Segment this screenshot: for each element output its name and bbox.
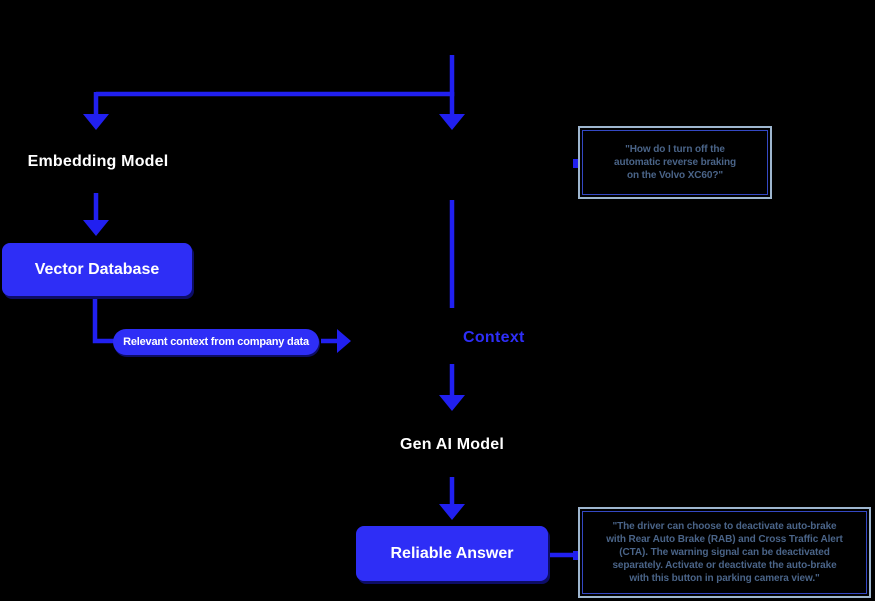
arrow-embedding-to-vector-head-icon	[83, 220, 109, 236]
arrow-query-down-head-icon	[439, 114, 465, 130]
vector-to-pill-elbow-line	[92, 299, 114, 344]
reliable-answer-node: Reliable Answer	[356, 526, 548, 581]
answer-line-5: with this button in parking camera view.…	[629, 573, 820, 584]
user-question-text: "How do I turn off the automatic reverse…	[614, 143, 736, 182]
context-label: Context	[463, 329, 525, 346]
model-answer-box: "The driver can choose to deactivate aut…	[578, 507, 871, 598]
embedding-model-label: Embedding Model	[27, 153, 169, 170]
question-line-1: "How do I turn off the	[625, 144, 725, 155]
answer-line-2: with Rear Auto Brake (RAB) and Cross Tra…	[606, 534, 843, 545]
answer-box-stub	[573, 551, 579, 560]
relevant-context-pill: Relevant context from company data	[113, 329, 319, 355]
model-answer-box-inner: "The driver can choose to deactivate aut…	[582, 511, 867, 594]
vector-database-label: Vector Database	[34, 260, 160, 278]
user-question-box-inner: "How do I turn off the automatic reverse…	[582, 130, 768, 195]
relevant-context-label: Relevant context from company data	[123, 336, 309, 348]
user-question-box: "How do I turn off the automatic reverse…	[578, 126, 772, 199]
question-line-2: automatic reverse braking	[614, 157, 736, 168]
gen-ai-model-label: Gen AI Model	[399, 436, 505, 453]
answer-line-3: (CTA). The warning signal can be deactiv…	[619, 547, 830, 558]
arrow-to-embedding-head-icon	[83, 114, 109, 130]
answer-line-1: "The driver can choose to deactivate aut…	[612, 521, 837, 532]
arrow-genai-to-answer-head-icon	[439, 504, 465, 520]
reliable-answer-label: Reliable Answer	[390, 544, 514, 562]
top-branch-line	[96, 55, 455, 97]
answer-line-4: separately. Activate or deactivate the a…	[612, 560, 837, 571]
question-box-stub	[573, 159, 579, 168]
model-answer-text: "The driver can choose to deactivate aut…	[606, 520, 843, 585]
vector-database-node: Vector Database	[2, 243, 192, 296]
arrow-pill-right-head-icon	[337, 329, 351, 353]
question-line-3: on the Volvo XC60?"	[626, 170, 723, 181]
arrow-context-to-genai-head-icon	[439, 395, 465, 411]
